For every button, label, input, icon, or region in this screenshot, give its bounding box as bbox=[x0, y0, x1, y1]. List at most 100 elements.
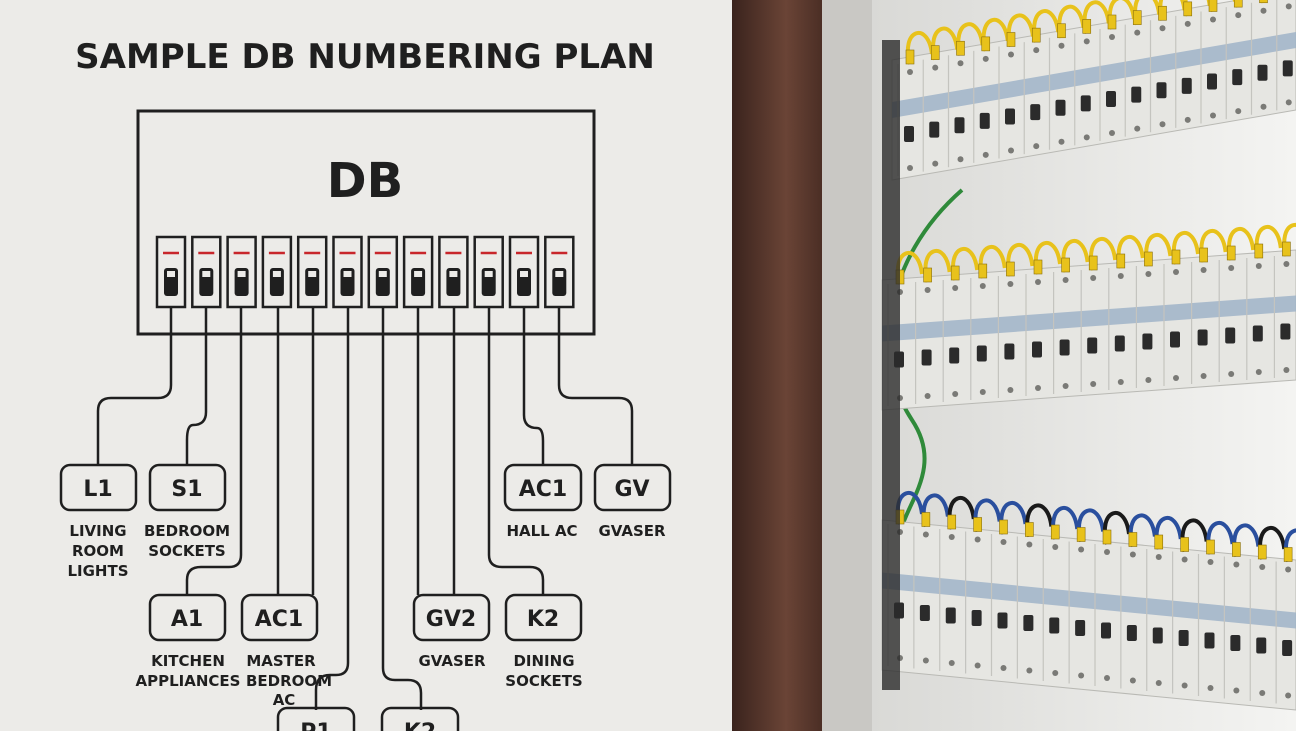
terminal-screw bbox=[1233, 561, 1240, 568]
breaker-toggle bbox=[1280, 323, 1291, 340]
breaker-toggle bbox=[1131, 86, 1142, 103]
breaker-toggle bbox=[1181, 77, 1192, 94]
terminal-screw bbox=[1052, 670, 1059, 676]
breaker-toggle bbox=[1197, 329, 1208, 346]
terminal-screw bbox=[1145, 271, 1152, 277]
breaker bbox=[261, 235, 293, 309]
circuit-desc: GVASER bbox=[598, 522, 666, 540]
circuit-code: K2 bbox=[527, 607, 559, 632]
terminal-screw bbox=[952, 285, 959, 291]
terminal-screw bbox=[948, 534, 955, 540]
wire-ferrule bbox=[1006, 261, 1015, 277]
wire-ferrule bbox=[1128, 532, 1138, 547]
wire-ferrule bbox=[1283, 547, 1293, 562]
circuit-box-gv2: GV2 GVASER bbox=[412, 593, 491, 670]
terminal-screw bbox=[952, 391, 959, 397]
diagram-canvas: SAMPLE DB NUMBERING PLAN DB L1 LIVING RO… bbox=[59, 37, 672, 731]
circuit-box-s1: S1 BEDROOM SOCKETS bbox=[144, 463, 230, 560]
terminal-screw bbox=[1285, 692, 1292, 699]
wire-ferrule bbox=[1116, 253, 1126, 269]
breaker bbox=[191, 235, 222, 309]
terminal-screw bbox=[1200, 373, 1207, 379]
wire-ferrule bbox=[1057, 23, 1066, 39]
enclosure-side bbox=[822, 0, 882, 731]
terminal-screw bbox=[924, 393, 931, 399]
terminal-screw bbox=[907, 69, 913, 75]
breaker-toggle bbox=[1055, 99, 1066, 116]
wire-ferrule bbox=[978, 263, 988, 279]
wire-ferrule bbox=[1132, 10, 1142, 25]
circuit-code: A1 bbox=[171, 607, 203, 632]
wire-ferrule bbox=[1061, 257, 1070, 273]
terminal-screw bbox=[1283, 367, 1290, 373]
breaker bbox=[155, 235, 187, 309]
db-label: DB bbox=[327, 153, 403, 209]
breaker-toggle bbox=[1207, 73, 1217, 90]
terminal-screw bbox=[932, 64, 939, 71]
terminal-screw bbox=[1184, 116, 1191, 123]
wire-ferrule bbox=[1158, 5, 1167, 21]
breaker-toggle bbox=[1032, 341, 1042, 358]
wire-ferrule bbox=[1171, 249, 1181, 265]
breaker-toggle bbox=[1282, 640, 1293, 656]
wire-k2-bottom bbox=[381, 307, 423, 710]
terminal-screw bbox=[979, 283, 986, 289]
breaker-rails bbox=[881, 0, 1296, 711]
circuit-desc: AC bbox=[273, 691, 296, 709]
wire-s1 bbox=[185, 307, 208, 465]
green-wire bbox=[887, 188, 964, 561]
breaker-toggle bbox=[1075, 620, 1086, 636]
terminal-screw bbox=[1090, 275, 1097, 281]
circuit-desc: BEDROOM bbox=[246, 672, 332, 690]
circuit-desc: MASTER bbox=[246, 652, 316, 670]
circuit-box-a1: A1 KITCHEN APPLIANCES bbox=[136, 593, 241, 690]
terminal-screw bbox=[1007, 281, 1014, 287]
wire-ferrule bbox=[1031, 27, 1041, 43]
terminal-screw bbox=[1083, 38, 1090, 45]
terminal-screw bbox=[932, 160, 939, 167]
wall-edge bbox=[732, 0, 822, 731]
wire-ferrule bbox=[1076, 527, 1086, 542]
db-enclosure bbox=[136, 109, 596, 336]
wire-ferrule bbox=[950, 265, 960, 281]
breaker-toggle bbox=[945, 607, 956, 624]
circuit-desc: APPLIANCES bbox=[136, 672, 241, 690]
breaker-toggle bbox=[921, 349, 932, 366]
breaker-toggle bbox=[1049, 617, 1060, 634]
circuit-desc: GVASER bbox=[418, 652, 486, 670]
breaker bbox=[473, 235, 504, 309]
circuit-code: L1 bbox=[83, 477, 112, 502]
side-terminal-strip bbox=[882, 40, 900, 690]
breaker-toggle bbox=[1023, 615, 1034, 631]
wire-ferrule bbox=[1206, 539, 1215, 555]
circuit-code: GV2 bbox=[426, 607, 476, 632]
breaker bbox=[226, 235, 257, 309]
breaker-toggle bbox=[1101, 622, 1111, 639]
breaker bbox=[332, 235, 363, 309]
wire-ac1-hall bbox=[522, 307, 545, 465]
terminal-screw bbox=[1159, 25, 1166, 32]
wire-ferrule bbox=[1199, 247, 1208, 263]
breaker-toggle bbox=[1230, 635, 1241, 651]
breaker-toggle bbox=[949, 347, 960, 364]
terminal-screw bbox=[1000, 665, 1007, 671]
wire-ferrule bbox=[1107, 14, 1117, 30]
wire-ferrule bbox=[1102, 529, 1112, 545]
terminal-screw bbox=[1285, 566, 1292, 573]
breaker-toggle bbox=[1030, 104, 1041, 121]
terminal-screw bbox=[1035, 279, 1041, 285]
terminal-screw bbox=[982, 55, 989, 62]
breaker-toggle bbox=[1126, 625, 1137, 641]
terminal-screw bbox=[1155, 680, 1162, 686]
breaker-toggle bbox=[1142, 333, 1153, 350]
terminal-screw bbox=[1058, 138, 1065, 145]
terminal-screw bbox=[1008, 147, 1014, 154]
terminal-screw bbox=[1259, 564, 1266, 570]
circuit-desc: SOCKETS bbox=[148, 542, 225, 560]
circuit-box-gv: GV GVASER bbox=[593, 463, 672, 540]
terminal-screw bbox=[1181, 556, 1188, 563]
wire-ferrule bbox=[1050, 524, 1060, 540]
breaker-toggle bbox=[1232, 69, 1243, 86]
wire-ferrule bbox=[1088, 255, 1098, 271]
terminal-screw bbox=[982, 151, 989, 158]
